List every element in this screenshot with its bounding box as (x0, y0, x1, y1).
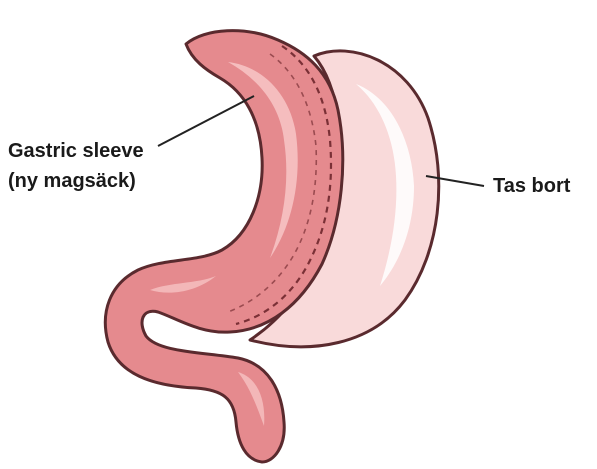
gastric-sleeve (105, 31, 342, 462)
removed-label-text: Tas bort (493, 175, 570, 197)
sleeve-label-line1: Gastric sleeve (8, 136, 144, 166)
removed-label: Tas bort (493, 171, 570, 201)
sleeve-shape (105, 31, 342, 462)
sleeve-leader-line (158, 96, 254, 146)
sleeve-label-line2: (ny magsäck) (8, 166, 144, 196)
sleeve-label: Gastric sleeve (ny magsäck) (8, 136, 144, 196)
